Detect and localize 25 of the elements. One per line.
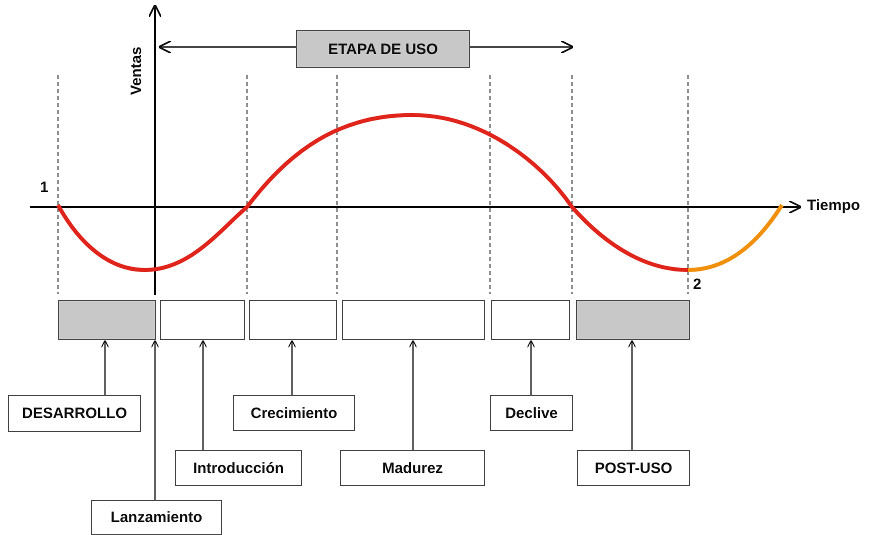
callout-number: 2 (693, 276, 702, 293)
axis-label: Tiempo (807, 197, 860, 214)
stage-bar (58, 300, 156, 340)
arrow (408, 340, 418, 450)
stage-bar (160, 300, 245, 340)
stage-label: DESARROLLO (8, 395, 141, 432)
arrow (150, 340, 160, 500)
stage-label: Introducción (175, 450, 302, 486)
arrow (288, 340, 296, 395)
arrow (628, 340, 636, 450)
arrow (100, 340, 110, 395)
stage-label: Lanzamiento (91, 500, 222, 535)
stage-bar (342, 300, 485, 340)
stage-bar (576, 300, 690, 340)
arrow (526, 340, 536, 395)
stage-label: Declive (490, 395, 573, 431)
stage-bar (249, 300, 337, 340)
stage-label: Madurez (340, 450, 485, 486)
stage-title-box: ETAPA DE USO (296, 30, 470, 68)
stage-label: POST-USO (577, 450, 690, 486)
arrow (198, 340, 208, 450)
callout-number: 1 (40, 179, 48, 196)
axis-label: Ventas (128, 46, 145, 95)
stage-label: Crecimiento (233, 395, 355, 431)
stage-bar (491, 300, 570, 340)
